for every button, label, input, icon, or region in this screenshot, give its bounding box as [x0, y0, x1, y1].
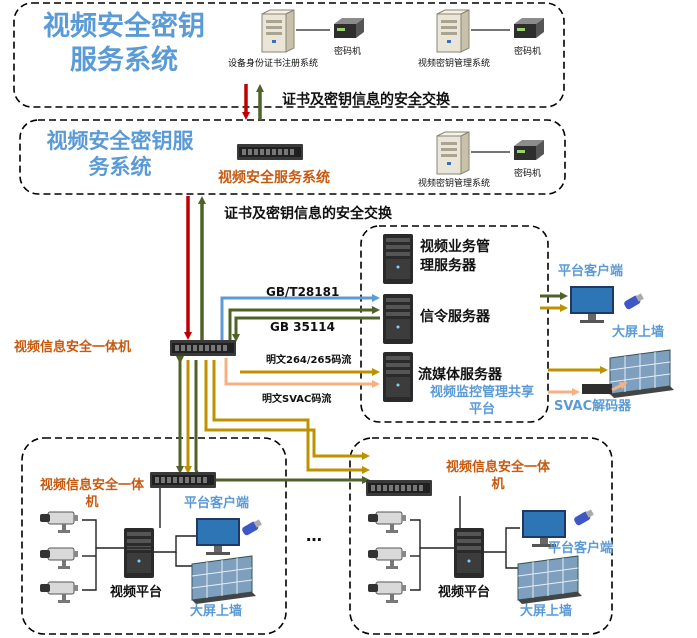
cert-register-server-icon [261, 9, 295, 53]
svac-decoder-label: SVAC解码器 [554, 399, 632, 414]
right-wall-label: 大屏上墙 [612, 325, 665, 340]
key-manage-server-icon [436, 131, 470, 175]
video-platform-server-icon [124, 528, 154, 578]
mid-system-title: 视频安全密钥服务系统 [46, 129, 194, 180]
signal-server-label: 信令服务器 [420, 309, 490, 325]
right-site-platform-label: 视频平台 [438, 585, 491, 600]
usb-key-icon [241, 519, 262, 537]
site-security-appliance-icon [150, 472, 216, 488]
camera-icon [367, 581, 407, 604]
left-site-platform-label: 视频平台 [110, 585, 163, 600]
media-server-icon [383, 352, 413, 402]
key-manage-caption: 视频密钥管理系统 [418, 59, 491, 69]
biz-server-label: 视频业务管理服务器 [420, 239, 490, 274]
protocol-gb35114: GB 35114 [270, 320, 335, 334]
left-site-device-label: 视频信息安全一体机 [40, 478, 145, 510]
left-site-client-label: 平台客户端 [184, 496, 250, 511]
right-site-wall-label: 大屏上墙 [520, 604, 573, 619]
camera-icon [39, 547, 79, 570]
site-video-wall-icon [517, 555, 583, 605]
peach-arrow [224, 358, 380, 388]
mid-system-box [19, 119, 566, 195]
cert-register-caption: 设备身份证书注册系统 [228, 59, 319, 69]
site-client-monitor-icon [196, 518, 240, 555]
camera-icon [39, 581, 79, 604]
right-client-label: 平台客户端 [558, 264, 624, 279]
platform-client-monitor-icon [570, 286, 614, 323]
protocol-svac: 明文SVAC码流 [262, 394, 332, 405]
center-device-label: 视频信息安全一体机 [14, 340, 132, 355]
ellipsis: … [306, 526, 322, 545]
blue-arrow [220, 294, 380, 340]
key-machine-caption: 密码机 [334, 47, 362, 57]
key-manage-caption: 视频密钥管理系统 [418, 179, 491, 189]
platform-box [360, 225, 549, 423]
exchange-label-1: 证书及密钥信息的安全交换 [282, 92, 450, 108]
site-video-wall-icon [191, 555, 257, 605]
green-arrow [232, 316, 380, 342]
security-service-label: 视频安全服务系统 [218, 170, 330, 186]
left-site-wall-label: 大屏上墙 [190, 604, 243, 619]
video-wall-icon [609, 349, 675, 399]
video-platform-server-icon [454, 528, 484, 578]
usb-key-icon [623, 293, 644, 311]
key-manage-server-icon [436, 9, 470, 53]
top-system-title: 视频安全密钥服务系统 [43, 11, 205, 76]
key-machine-icon [514, 140, 544, 160]
gold-arrow [204, 360, 370, 460]
biz-server-icon [383, 234, 413, 284]
green-arrow [228, 306, 380, 340]
key-machine-icon [334, 18, 364, 38]
camera-icon [367, 511, 407, 534]
shared-platform-label: 视频监控管理共享平台 [429, 385, 534, 417]
site-security-appliance-icon [366, 480, 432, 496]
left-site-box [21, 437, 287, 635]
media-server-label: 流媒体服务器 [418, 367, 502, 383]
key-machine-icon [514, 18, 544, 38]
gold-arrow [212, 360, 370, 474]
security-service-rack-icon [237, 144, 303, 160]
top-system-box [13, 2, 565, 108]
key-machine-caption: 密码机 [514, 169, 542, 179]
exchange-label-2: 证书及密钥信息的安全交换 [224, 206, 392, 222]
right-site-device-label: 视频信息安全一体机 [446, 460, 551, 492]
signal-server-icon [383, 294, 413, 344]
right-site-client-label: 平台客户端 [548, 541, 614, 556]
camera-icon [367, 547, 407, 570]
usb-key-icon [573, 509, 594, 527]
center-security-appliance-icon [170, 340, 236, 356]
key-machine-caption: 密码机 [514, 47, 542, 57]
svac-decoder-icon [582, 384, 612, 394]
protocol-plain264: 明文264/265码流 [266, 355, 352, 366]
camera-icon [39, 511, 79, 534]
protocol-gb28181: GB/T28181 [266, 285, 340, 299]
